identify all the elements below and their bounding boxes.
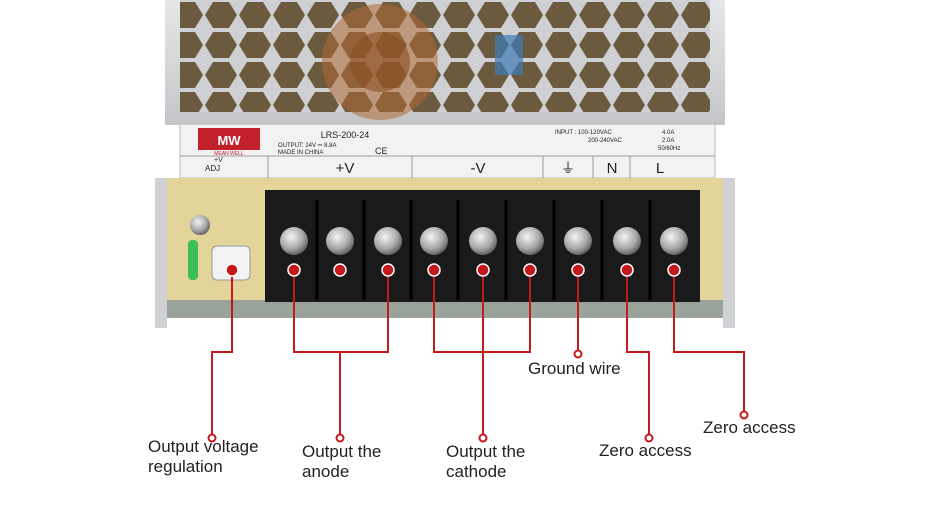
output-spec-text: OUTPUT: 24V ⎓ 8.8A <box>278 143 336 149</box>
callout-dots <box>225 263 681 277</box>
label-output-voltage-regulation: Output voltage regulation <box>148 437 259 476</box>
terminal-l-label: L <box>656 160 664 177</box>
adj-top-text: +V <box>214 157 223 164</box>
vent-mesh <box>180 0 710 112</box>
label-zero-access-2: Zero access <box>703 418 796 437</box>
callout-end-dots <box>207 349 749 443</box>
callout-lines <box>211 270 745 436</box>
input-current-2: 2.0A <box>662 138 674 144</box>
led <box>188 240 198 280</box>
terminal-n-label: N <box>607 160 618 177</box>
brand-text: MW <box>217 133 241 148</box>
made-in-text: MADE IN CHINA <box>278 150 323 156</box>
terminal-screws <box>280 227 688 255</box>
label-output-anode: Output the anode <box>302 442 382 481</box>
input-range-2: 200-240VAC <box>588 138 623 144</box>
model-text: LRS-200-24 <box>321 130 370 140</box>
label-zero-access-1: Zero access <box>599 441 692 460</box>
ce-mark: CE <box>375 146 388 156</box>
frequency-text: 50/60Hz <box>658 146 680 152</box>
terminal-minus-label: -V <box>471 160 486 177</box>
terminal-plus-label: +V <box>336 160 355 177</box>
label-ground-wire: Ground wire <box>528 359 621 378</box>
input-label-text: INPUT : 100-120VAC <box>555 130 612 136</box>
terminal-ground-label: ⏚ <box>561 160 575 176</box>
brand-logo <box>198 128 260 150</box>
adj-text: ADJ <box>205 164 220 173</box>
label-output-cathode: Output the cathode <box>446 442 526 481</box>
input-current-1: 4.0A <box>662 130 674 136</box>
brand-sub-text: MEAN WELL <box>214 151 244 157</box>
label-strip <box>179 123 716 179</box>
